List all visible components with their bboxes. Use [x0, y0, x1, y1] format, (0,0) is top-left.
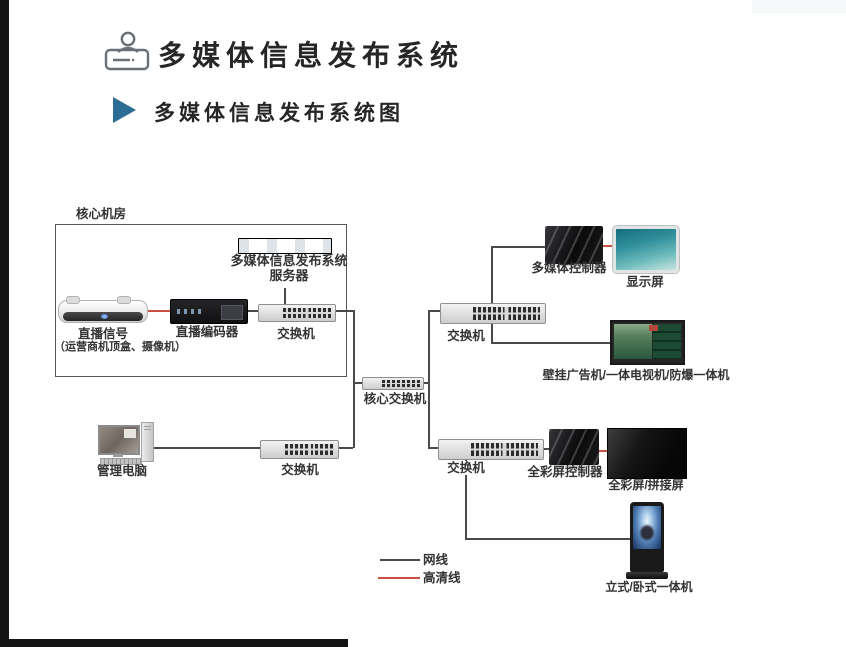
cable-trunk-to-lowerswitch — [428, 447, 438, 449]
section-subtitle: 多媒体信息发布系统图 — [154, 102, 404, 125]
page-title: 多媒体信息发布系统 — [158, 40, 465, 71]
server-label-line2: 服务器 — [269, 267, 309, 283]
management-pc-image — [98, 422, 154, 465]
switch-ports — [473, 307, 540, 320]
hd-cable-controller-to-display — [601, 245, 613, 247]
server-label: 多媒体信息发布系统 服务器 — [230, 253, 348, 284]
triangle-bullet-icon — [113, 97, 136, 123]
hd-cable-stb-to-encoder — [146, 310, 170, 312]
legend-hd-line — [378, 577, 420, 579]
hd-cable-controller-to-screen — [599, 450, 607, 452]
lower-switch-image — [438, 439, 544, 460]
live-signal-sublabel: （运营商机顶盒、摄像机） — [54, 341, 186, 353]
kiosk-image — [626, 502, 668, 579]
fullcolor-controller-label: 全彩屏控制器 — [527, 465, 603, 479]
cable-lowerswitch-down — [465, 458, 467, 539]
fullcolor-controller-image — [546, 429, 602, 469]
media-controller-image — [541, 226, 607, 268]
cable-pc-to-switch — [152, 447, 260, 449]
encoder-image — [170, 299, 248, 324]
cable-left-trunk — [353, 310, 355, 448]
cable-trunk-to-upperswitch — [428, 310, 440, 312]
display-screen-label: 显示屏 — [626, 275, 664, 289]
lower-switch-label: 交换机 — [426, 461, 506, 476]
fullcolor-screen-image — [607, 428, 687, 479]
core-switch-label: 核心交换机 — [363, 392, 427, 406]
cable-to-mediacontroller — [491, 246, 547, 248]
display-screen-image — [613, 226, 679, 273]
core-room-label: 核心机房 — [76, 207, 127, 221]
cable-right-trunk — [428, 310, 430, 448]
top-right-patch — [752, 0, 846, 13]
stb-led — [101, 314, 109, 319]
bottom-edge-bar — [0, 639, 348, 647]
room-switch-label: 交换机 — [277, 327, 315, 341]
pc-stand — [113, 454, 123, 457]
cable-encoder-to-switch — [246, 310, 258, 312]
cable-to-kiosk — [465, 538, 631, 540]
cable-trunk-to-coreswitch — [353, 382, 362, 384]
switch-ports — [282, 307, 332, 319]
cable-roomswitch-to-trunk — [334, 310, 353, 312]
management-pc-label: 管理电脑 — [96, 464, 147, 478]
core-room-box — [55, 224, 347, 377]
cable-coreswitch-to-trunk — [422, 382, 428, 384]
media-controller-label: 多媒体控制器 — [531, 261, 607, 275]
core-switch-image — [362, 377, 424, 390]
tv-content-chip — [648, 325, 658, 331]
room-switch-image — [258, 304, 336, 322]
upper-switch-image — [440, 303, 546, 324]
kiosk-screen — [633, 506, 661, 549]
cable-lowerswitch-to-controller — [542, 448, 549, 450]
server-label-line1: 多媒体信息发布系统 — [230, 253, 348, 268]
legend-network-label: 网线 — [423, 553, 449, 567]
mgmt-switch-image — [260, 440, 339, 459]
kiosk-base — [626, 572, 668, 579]
wall-tv-image — [610, 320, 685, 365]
cable-upperswitch-up — [491, 246, 493, 303]
mgmt-switch-label: 交换机 — [281, 463, 319, 477]
encoder-label: 直播编码器 — [175, 325, 239, 339]
cable-to-walltv — [491, 342, 610, 344]
cable-server-to-switch — [284, 288, 286, 304]
server-image — [238, 238, 332, 254]
legend-network-line — [380, 559, 420, 561]
cable-upperswitch-down — [491, 322, 493, 343]
switch-ports — [284, 443, 335, 455]
live-signal-label: 直播信号 — [77, 327, 128, 341]
pc-monitor — [98, 425, 140, 455]
fullcolor-screen-label: 全彩屏/拼接屏 — [608, 478, 684, 492]
kiosk-label: 立式/卧式一体机 — [605, 580, 693, 594]
switch-ports — [471, 443, 538, 456]
wall-tv-label: 壁挂广告机/一体电视机/防爆一体机 — [542, 368, 730, 382]
tv-content-left — [614, 324, 653, 359]
kiosk-body — [630, 502, 664, 572]
cable-mgmtswitch-to-trunk — [337, 447, 353, 449]
set-top-box-image — [58, 296, 148, 323]
legend-hd-label: 高清线 — [423, 571, 461, 585]
left-edge-bar — [0, 0, 9, 647]
upper-switch-label: 交换机 — [447, 329, 485, 343]
pc-tower — [141, 422, 154, 462]
switch-ports — [381, 379, 420, 387]
presenter-desk-icon — [104, 31, 150, 71]
